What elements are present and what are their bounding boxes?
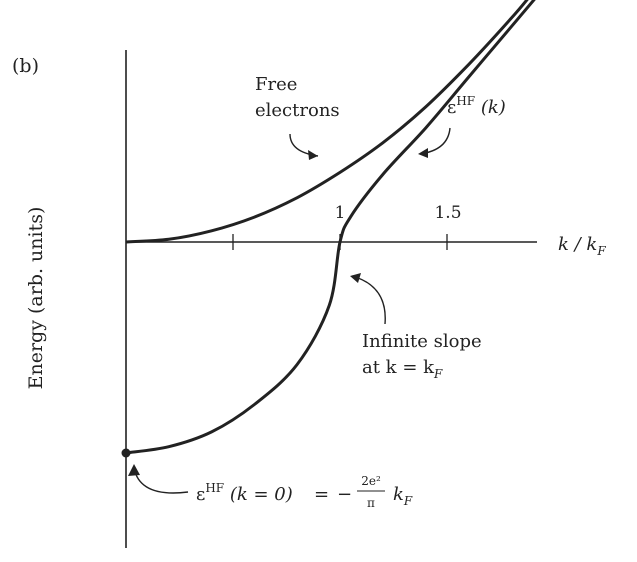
k0-label-sup: HF (205, 481, 224, 495)
k0-label-arg: (k = 0) (224, 484, 293, 505)
k0-kf-sub: F (403, 494, 413, 508)
slope-label-line1: Infinite slope (362, 331, 482, 352)
tick-label-1: 1 (335, 203, 346, 223)
free-label-line1: Free (255, 74, 297, 95)
series-line-hf-energy (125, 0, 536, 455)
panel-label: (b) (12, 55, 39, 77)
hf-label-eps: ε (447, 97, 456, 118)
free-arrow (289, 133, 319, 157)
k0-kf-k: k (393, 484, 404, 505)
k0-numerator: 2e² (361, 474, 381, 488)
slope-arrow-head (350, 273, 361, 283)
hf-label: εHF (k) (447, 94, 506, 118)
slope-label-sub: F (433, 367, 443, 381)
tick-label-1-5: 1.5 (434, 203, 461, 223)
y-axis-label: Energy (arb. units) (25, 207, 47, 390)
free-arrow-head (308, 150, 318, 160)
k0-kf: kF (393, 484, 413, 508)
k0-label: εHF (k = 0) (196, 481, 293, 505)
hf-arrow-head (418, 148, 428, 158)
k0-point (121, 448, 131, 458)
k0-denominator: π (367, 496, 375, 510)
free-label-line2: electrons (255, 100, 340, 121)
slope-label-line2: at k = kF (362, 357, 443, 381)
x-axis-label-sub: F (596, 244, 606, 258)
k0-arrow (133, 467, 189, 494)
hf-label-arg: (k) (475, 97, 506, 118)
k0-minus: − (337, 484, 352, 505)
k0-equals: = (314, 484, 329, 505)
slope-label-text: at k = k (362, 357, 435, 378)
k0-arrow-head (128, 464, 140, 476)
x-axis-label-k: k / k (558, 234, 597, 255)
k0-label-eps: ε (196, 484, 205, 505)
hf-label-sup: HF (456, 94, 475, 108)
slope-arrow (351, 275, 386, 325)
series-line-free-electrons (125, 0, 529, 244)
x-axis-label: k / kF (558, 234, 606, 258)
